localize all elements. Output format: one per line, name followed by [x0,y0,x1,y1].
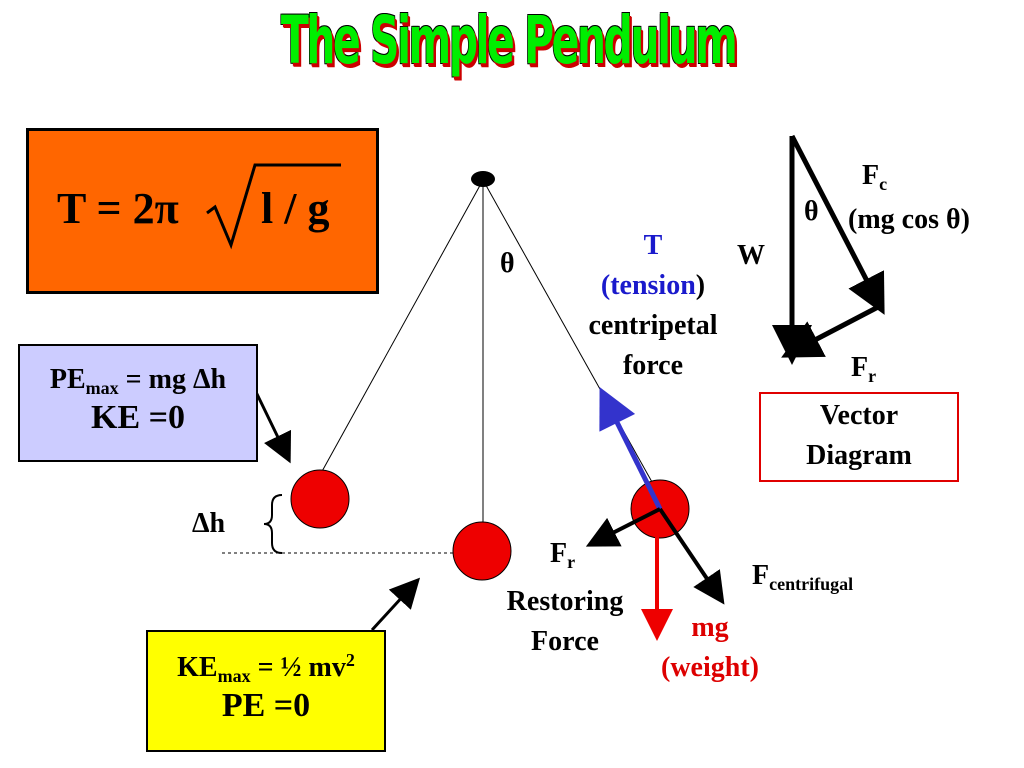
tension-arrow [599,387,663,511]
fcentrifugal-f: F [752,560,770,591]
page-title: The Simple Pendulum [280,2,738,79]
vector-fc-arrow [789,134,885,315]
formula-pi: π [154,184,179,233]
fr-f: F [550,538,568,569]
pe-rest: = mg [118,364,193,395]
vector-caption-line2: Diagram [806,440,912,471]
vector-fr-arrow [781,303,882,358]
restoring-force-arrow [585,507,661,547]
vfr-f: F [851,352,869,383]
restoring-force-label: Fr Restoring Force [490,534,640,662]
formula-radicand: l / g [261,184,330,233]
pe-zero-text: PE =0 [221,687,311,724]
tension-word: tension [610,270,696,301]
tension-open: ( [600,270,611,301]
pe-pointer-arrow [254,391,292,464]
pe-h: h [210,364,227,395]
vector-fc-label: Fc [862,160,887,195]
pe-sub-max: max [85,378,119,398]
formula-lhs: T = 2 [57,184,155,233]
fc-sub: c [879,174,888,194]
kinetic-energy-box: KEmax = ½ mv2 PE =0 [146,630,386,752]
potential-energy-box: PEmax = mg Δh KE =0 [18,344,258,462]
tension-word-line: (tension) [568,266,738,306]
ke-pointer-arrow [370,577,421,632]
fr-sub: r [567,552,576,572]
force-text: force [622,350,684,381]
vector-diagram-caption-box: Vector Diagram [759,392,959,482]
ke-zero-text: KE =0 [91,399,185,436]
centrifugal-arrow [658,507,725,605]
vector-fr-label: Fr [851,352,876,387]
bob-left [290,469,350,529]
centripetal-text: centripetal [588,310,718,341]
tension-close: ) [695,270,706,301]
theta-label: θ [500,248,515,279]
delta-h-brace [263,494,283,554]
fcentrifugal-sub: centrifugal [769,574,854,594]
fc-f: F [862,160,880,191]
pe-delta: Δ [192,364,211,395]
ke-sub-max: max [217,666,251,686]
period-formula-box: T = 2π l / g [26,128,379,294]
restoring-text: Restoring [506,586,624,617]
pivot-point [471,171,495,187]
ke-sup-2: 2 [345,650,355,670]
bob-center [452,521,512,581]
centrifugal-label: Fcentrifugal [752,560,853,595]
pe-label: PE [49,364,86,395]
vector-theta-label: θ [804,196,819,227]
vector-w-label: W [737,240,765,271]
restoring-force-text: Force [531,626,599,657]
ke-label: KE [177,652,218,683]
square-root-sign [206,163,341,250]
vfr-sub: r [868,366,877,386]
vector-fc-expression: (mg cos θ) [848,204,970,235]
weight-label: mg (weight) [640,608,780,688]
ke-rest: = ½ mv [250,652,346,683]
string-left [319,179,484,476]
weight-text: (weight) [661,652,759,683]
delta-h-label: Δh [192,508,226,539]
tension-t: T [643,230,663,261]
mg-text: mg [691,612,729,643]
vector-caption-line1: Vector [819,400,899,431]
ke-max-equation: KEmax = ½ mv2 [148,650,384,687]
pe-max-equation: PEmax = mg Δh [20,364,256,399]
tension-label: T (tension) centripetal force [568,226,738,386]
